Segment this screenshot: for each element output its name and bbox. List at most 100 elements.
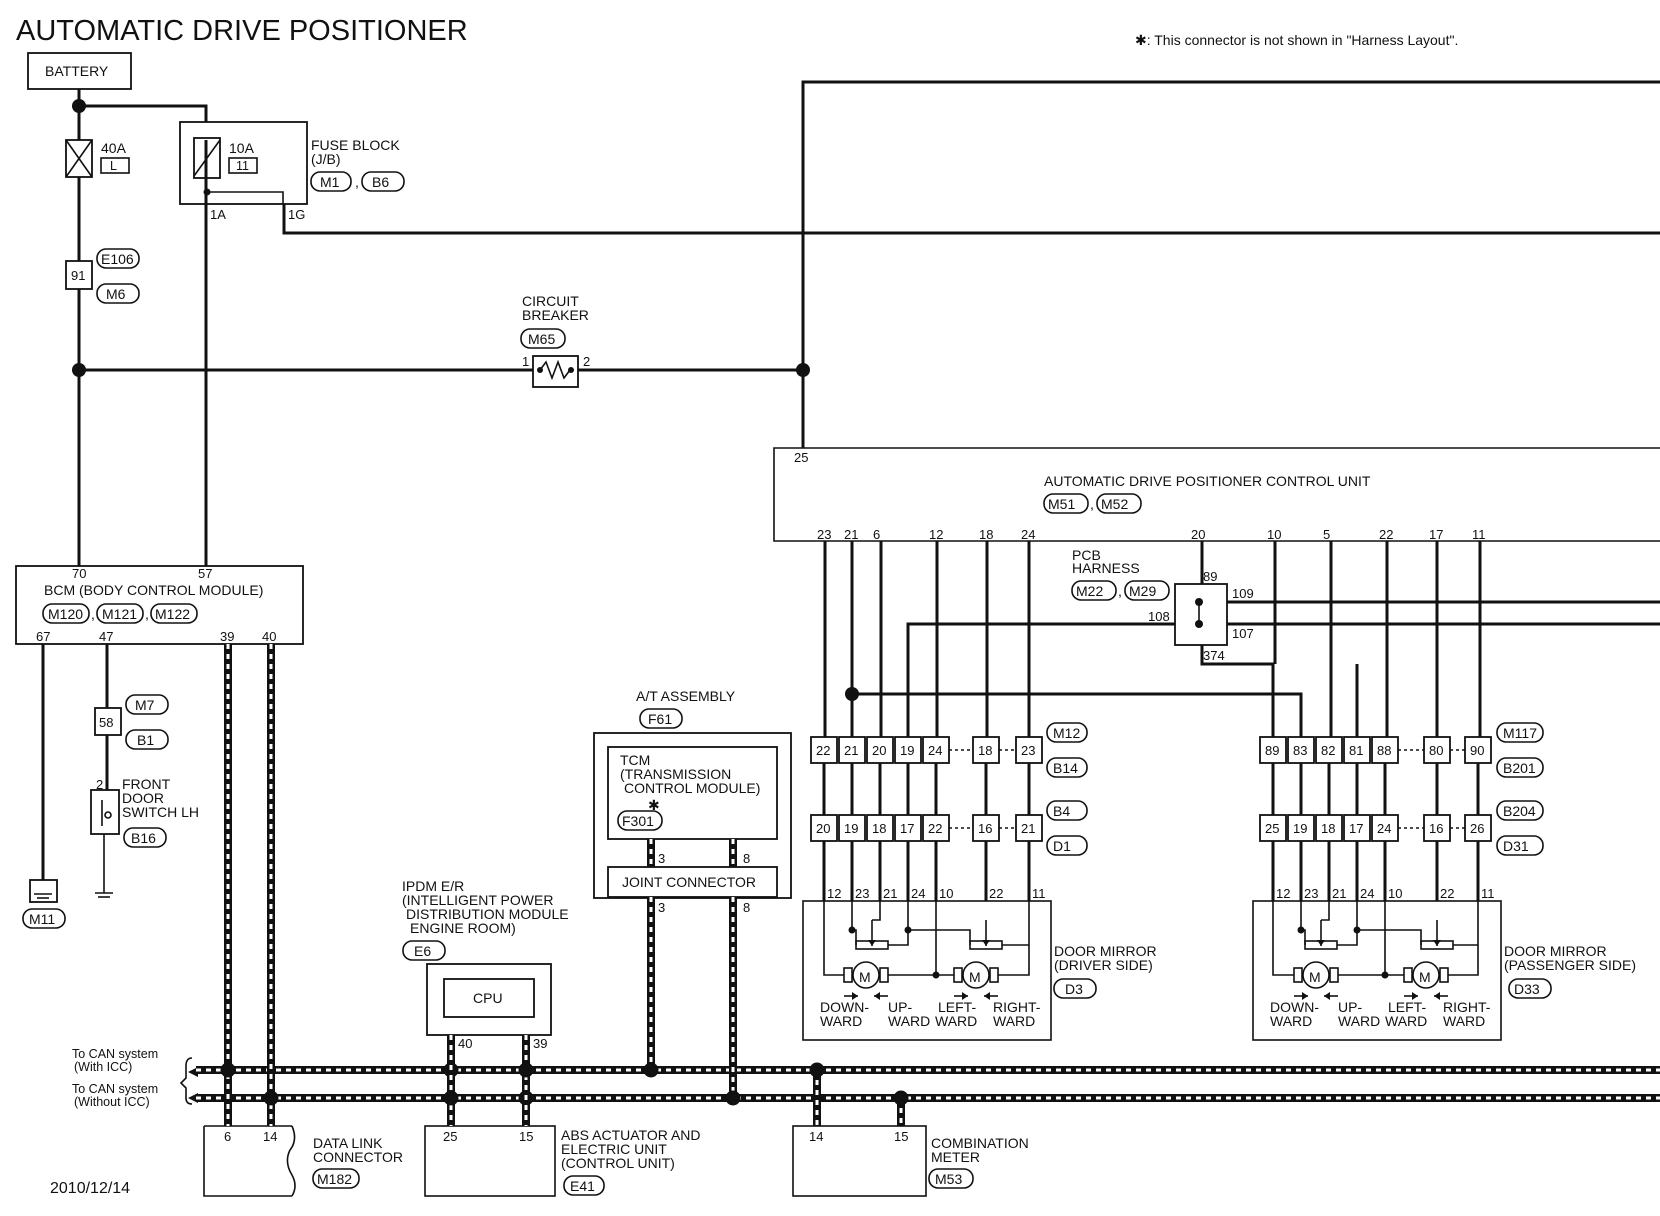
pin-label: 89 bbox=[1265, 743, 1279, 758]
svg-text:METER: METER bbox=[931, 1149, 980, 1165]
svg-text:JOINT CONNECTOR: JOINT CONNECTOR bbox=[622, 874, 756, 890]
direction-label: LEFT- bbox=[938, 999, 976, 1015]
svg-text:B6: B6 bbox=[372, 174, 389, 190]
abs-actuator: 25 15 ABS ACTUATOR AND ELECTRIC UNIT (CO… bbox=[424, 1125, 701, 1197]
motor-label: M bbox=[859, 969, 871, 985]
direction-label: WARD bbox=[1443, 1013, 1485, 1029]
arrow-icon bbox=[874, 992, 880, 1000]
pin-label: 11 bbox=[1032, 886, 1046, 901]
pin-label: 10 bbox=[1267, 527, 1281, 542]
pin-label: 16 bbox=[1429, 821, 1443, 836]
svg-text:40: 40 bbox=[262, 629, 276, 644]
svg-text:E41: E41 bbox=[570, 1178, 595, 1194]
motor-terminal bbox=[1439, 967, 1449, 983]
svg-text:25: 25 bbox=[443, 1129, 457, 1144]
svg-text:M120: M120 bbox=[48, 606, 83, 622]
svg-text:M52: M52 bbox=[1101, 496, 1128, 512]
motor-terminal bbox=[1403, 967, 1413, 983]
splice-dot bbox=[263, 1090, 279, 1106]
pin-label: 11 bbox=[1472, 527, 1486, 542]
svg-text:,: , bbox=[1118, 583, 1122, 599]
direction-label: WARD bbox=[935, 1013, 977, 1029]
motor-label: M bbox=[969, 969, 981, 985]
splice-dot bbox=[725, 1090, 741, 1106]
pin-label: 23 bbox=[817, 527, 831, 542]
svg-text:AUTOMATIC DRIVE POSITIONER CON: AUTOMATIC DRIVE POSITIONER CONTROL UNIT bbox=[1044, 473, 1371, 489]
svg-text:2: 2 bbox=[96, 777, 103, 792]
svg-text:,: , bbox=[91, 606, 95, 622]
svg-text:47: 47 bbox=[99, 629, 113, 644]
data-link-connector: 6 14 DATA LINK CONNECTOR M182 bbox=[203, 1125, 403, 1197]
svg-text:57: 57 bbox=[198, 566, 212, 581]
pin-label: 6 bbox=[873, 527, 880, 542]
connector-pin bbox=[922, 814, 950, 842]
connector-id: M117 bbox=[1503, 725, 1537, 741]
motor-label: M bbox=[1419, 969, 1431, 985]
svg-text:B16: B16 bbox=[131, 830, 156, 846]
pin-label: 18 bbox=[979, 527, 993, 542]
connector-id: B4 bbox=[1053, 803, 1070, 819]
connector-id: B14 bbox=[1053, 760, 1078, 776]
splice-dot bbox=[904, 926, 912, 934]
connector-id: M12 bbox=[1053, 725, 1080, 741]
direction-label: RIGHT- bbox=[993, 999, 1041, 1015]
svg-text:3: 3 bbox=[658, 851, 665, 866]
svg-text:(With ICC): (With ICC) bbox=[74, 1060, 132, 1074]
pin-label: 23 bbox=[1304, 886, 1318, 901]
arrow-icon bbox=[1324, 992, 1330, 1000]
connector-pin bbox=[866, 736, 894, 764]
svg-text:ENGINE ROOM): ENGINE ROOM) bbox=[410, 920, 516, 936]
svg-text:DISTRIBUTION MODULE: DISTRIBUTION MODULE bbox=[406, 906, 569, 922]
fusible-link-40a: 40A L bbox=[65, 139, 130, 178]
svg-text:To CAN system: To CAN system bbox=[72, 1082, 158, 1096]
pin-label: 82 bbox=[1321, 743, 1335, 758]
connector-pin bbox=[1464, 814, 1492, 842]
svg-text:M22: M22 bbox=[1076, 583, 1103, 599]
svg-text:BREAKER: BREAKER bbox=[522, 307, 589, 323]
svg-text:107: 107 bbox=[1232, 626, 1254, 641]
motor-icon bbox=[962, 961, 990, 989]
diagram-title: AUTOMATIC DRIVE POSITIONER bbox=[16, 15, 468, 47]
arrow-icon bbox=[1434, 992, 1440, 1000]
svg-text:D33: D33 bbox=[1514, 981, 1540, 997]
svg-text:HARNESS: HARNESS bbox=[1072, 560, 1140, 576]
pin-label: 19 bbox=[1293, 821, 1307, 836]
connector-pin bbox=[1343, 736, 1371, 764]
motor-terminal bbox=[953, 967, 963, 983]
pin-label: 19 bbox=[844, 821, 858, 836]
svg-text:A/T ASSEMBLY: A/T ASSEMBLY bbox=[636, 688, 736, 704]
splice-dot bbox=[932, 971, 940, 979]
svg-text:M122: M122 bbox=[155, 606, 190, 622]
direction-label: DOWN- bbox=[820, 999, 869, 1015]
pin-label: 21 bbox=[844, 743, 858, 758]
svg-text:F301: F301 bbox=[622, 813, 654, 829]
svg-text:(J/B): (J/B) bbox=[311, 151, 341, 167]
svg-text:DOOR MIRROR: DOOR MIRROR bbox=[1504, 943, 1607, 959]
splice-dot bbox=[443, 1090, 459, 1106]
motor-icon bbox=[1412, 961, 1440, 989]
svg-text:M6: M6 bbox=[106, 286, 126, 302]
svg-text:14: 14 bbox=[809, 1129, 823, 1144]
combination-meter: 14 15 COMBINATION METER M53 bbox=[792, 1125, 1029, 1197]
pin-label: 21 bbox=[844, 527, 858, 542]
svg-text:M53: M53 bbox=[935, 1171, 962, 1187]
wire bbox=[852, 692, 1303, 737]
pin-label: 11 bbox=[1481, 886, 1495, 901]
svg-text:TCM: TCM bbox=[620, 752, 650, 768]
pin-label: 10 bbox=[1388, 886, 1402, 901]
splice-dot bbox=[643, 1062, 659, 1078]
svg-text:M1: M1 bbox=[320, 174, 340, 190]
svg-text:ABS ACTUATOR AND: ABS ACTUATOR AND bbox=[561, 1127, 701, 1143]
motor-terminal bbox=[843, 967, 853, 983]
direction-label: WARD bbox=[888, 1013, 930, 1029]
svg-text:M51: M51 bbox=[1048, 496, 1075, 512]
svg-text:DOOR: DOOR bbox=[122, 790, 164, 806]
svg-text:70: 70 bbox=[72, 566, 86, 581]
direction-label: WARD bbox=[993, 1013, 1035, 1029]
wire bbox=[1357, 929, 1422, 945]
pin-label: 23 bbox=[1021, 743, 1035, 758]
wire bbox=[1300, 901, 1306, 945]
pin-label: 10 bbox=[939, 886, 953, 901]
svg-text:39: 39 bbox=[533, 1036, 547, 1051]
